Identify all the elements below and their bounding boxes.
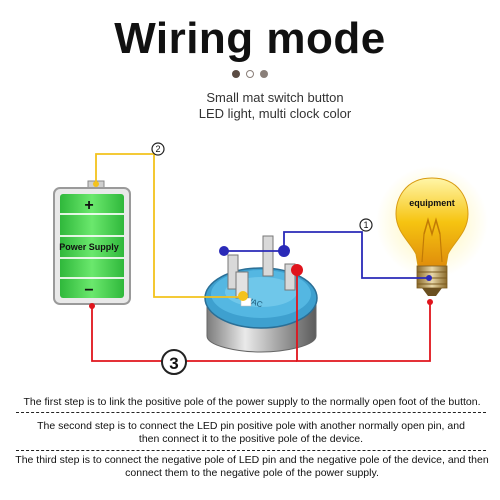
marker-1-label: 1 bbox=[363, 220, 368, 230]
subtitle: Small mat switch button LED light, multi… bbox=[160, 90, 390, 122]
dot-bulb-negative bbox=[427, 299, 433, 305]
pager-dot-2[interactable] bbox=[246, 70, 254, 78]
marker-3: 3 bbox=[161, 349, 187, 375]
dot-switch-pin-blue bbox=[278, 245, 290, 257]
dot-switch-pin-yellow bbox=[238, 291, 248, 301]
subtitle-line-2: LED light, multi clock color bbox=[198, 106, 352, 121]
step-1-text: The first step is to link the positive p… bbox=[23, 396, 481, 408]
battery-label: Power Supply bbox=[59, 242, 119, 252]
step-2-text: The second step is to connect the LED pi… bbox=[37, 420, 465, 445]
wire-led-positive-blue bbox=[224, 231, 430, 279]
step-3-text: The third step is to connect the negativ… bbox=[15, 454, 489, 479]
marker-2-label: 2 bbox=[155, 144, 160, 154]
battery-power-supply: + Power Supply − bbox=[53, 180, 131, 305]
dot-battery-plus bbox=[93, 181, 99, 187]
step-divider-2 bbox=[16, 450, 486, 451]
pager-dot-3[interactable] bbox=[260, 70, 268, 78]
marker-3-label: 3 bbox=[169, 354, 178, 373]
wire-negative-red bbox=[91, 305, 297, 362]
subtitle-line-1: Small mat switch button bbox=[206, 90, 344, 105]
dot-led-positive bbox=[219, 246, 229, 256]
battery-plus-label: + bbox=[84, 197, 93, 214]
bulb-label: equipment bbox=[409, 198, 455, 208]
battery-minus-label: − bbox=[84, 282, 93, 299]
dot-battery-minus bbox=[89, 303, 95, 309]
pager-dots bbox=[232, 70, 272, 80]
switch-button: VAC bbox=[204, 235, 318, 353]
bulb-equipment: equipment bbox=[376, 166, 488, 296]
step-divider-1 bbox=[16, 412, 486, 413]
page-title: Wiring mode bbox=[114, 14, 386, 63]
marker-2: 2 bbox=[151, 142, 165, 156]
pager-dot-1[interactable] bbox=[232, 70, 240, 78]
wiring-diagram: + Power Supply − equipment VAC bbox=[53, 142, 488, 375]
marker-1: 1 bbox=[359, 218, 373, 232]
wire-negative-red-2 bbox=[296, 272, 431, 362]
dot-bulb-positive bbox=[426, 275, 432, 281]
dot-led-negative bbox=[291, 264, 303, 276]
